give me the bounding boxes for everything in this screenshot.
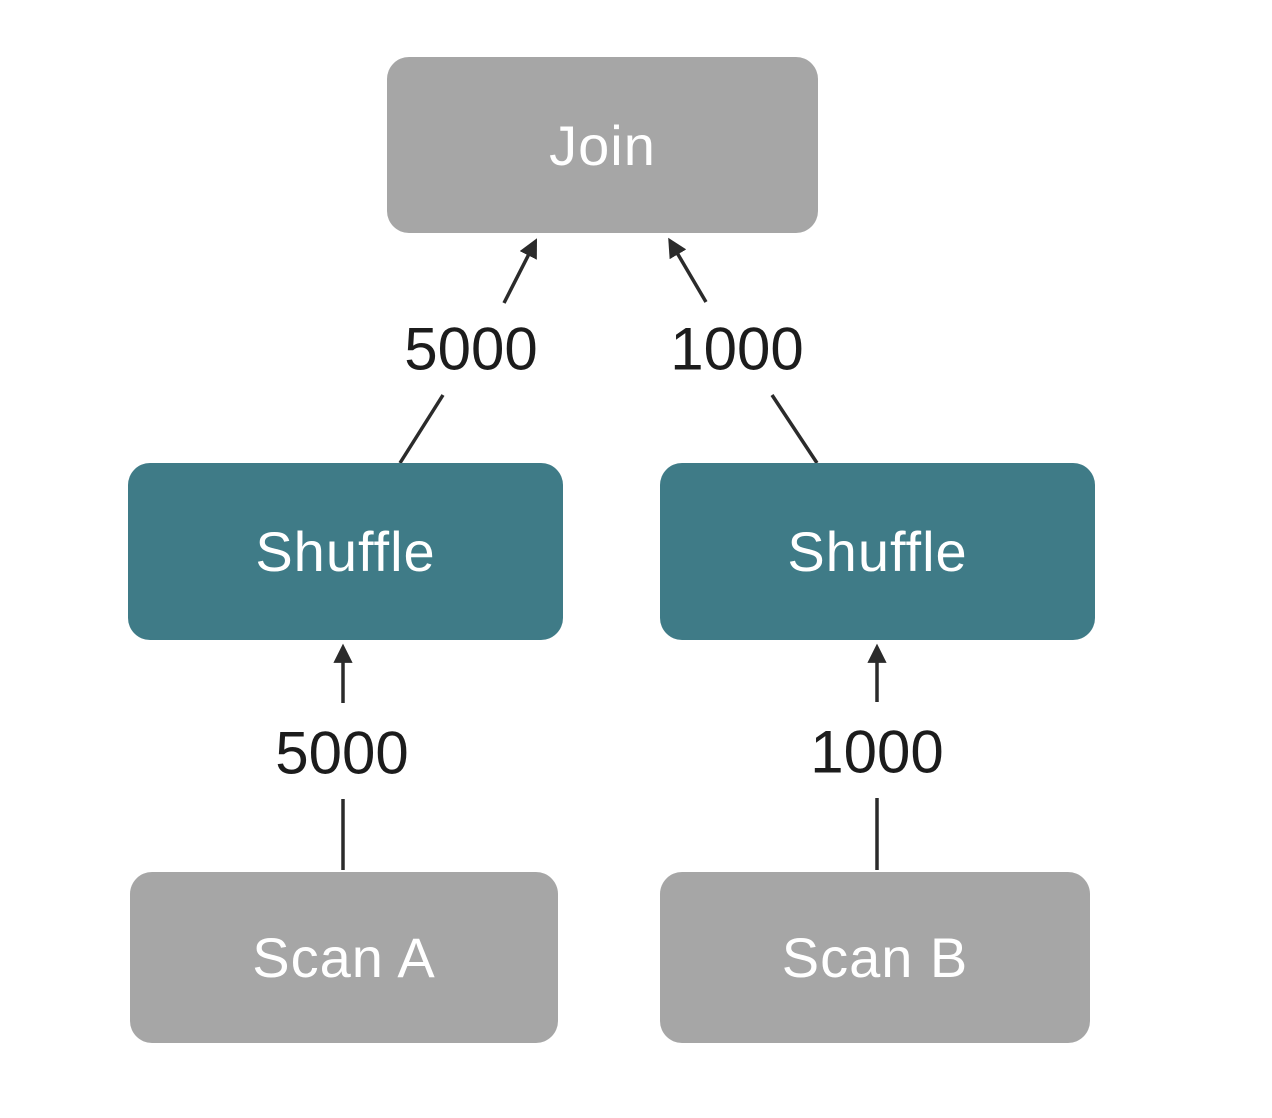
node-shuffle-left-label: Shuffle xyxy=(255,520,436,583)
edge-line-shuffle-left-to-join-upper xyxy=(502,238,537,304)
node-join: Join xyxy=(387,57,818,233)
node-scan-b: Scan B xyxy=(660,872,1090,1043)
edge-line-shuffle-right-to-join-lower xyxy=(770,394,819,464)
edge-label-scan-b-to-shuffle: 1000 xyxy=(810,718,944,786)
node-scan-a: Scan A xyxy=(130,872,558,1043)
edge-label-shuffle-left-to-join: 5000 xyxy=(404,315,538,383)
edge-label-shuffle-right-to-join: 1000 xyxy=(670,315,804,383)
node-scan-a-label: Scan A xyxy=(252,926,436,989)
edge-label-scan-a-to-shuffle: 5000 xyxy=(275,719,409,787)
node-scan-b-label: Scan B xyxy=(781,926,969,989)
edge-line-shuffle-left-to-join-lower xyxy=(398,394,445,464)
edge-line-shuffle-right-to-join-upper xyxy=(668,237,708,303)
node-join-label: Join xyxy=(549,113,656,177)
node-shuffle-right: Shuffle xyxy=(660,463,1095,640)
node-shuffle-left: Shuffle xyxy=(128,463,563,640)
node-shuffle-right-label: Shuffle xyxy=(787,520,968,583)
